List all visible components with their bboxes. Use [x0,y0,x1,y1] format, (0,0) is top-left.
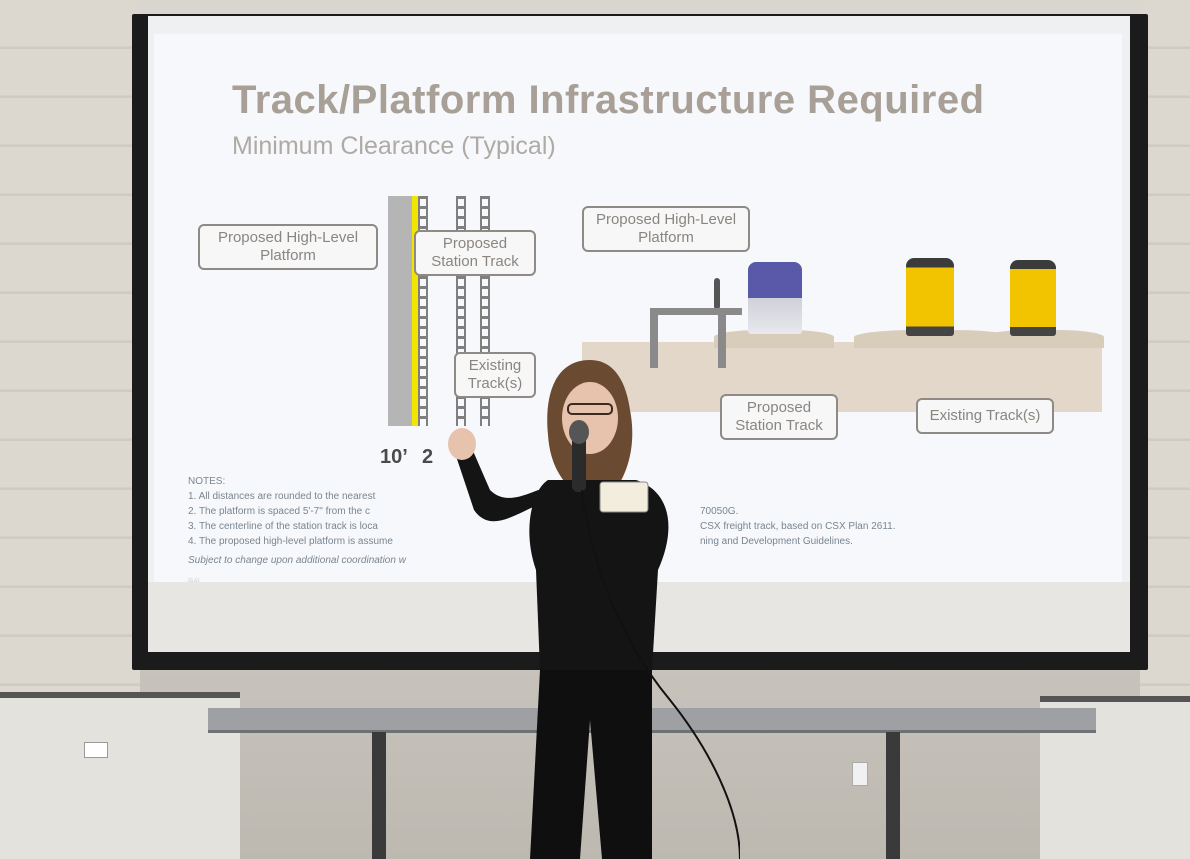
projector-screen: Track/Platform Infrastructure Required M… [148,16,1130,652]
platform-deck [650,308,742,315]
slide-title: Track/Platform Infrastructure Required [232,78,985,122]
presenter-legs [530,670,652,859]
platform-post-right [718,308,726,368]
presenter-face [562,382,618,454]
ballast-2 [854,330,1014,348]
passenger-locomotive [748,262,802,334]
existing-track-rail-2 [480,196,490,426]
existing-track-rail-1 [456,196,466,426]
ballast-1 [714,330,834,348]
slide-notes: NOTES: 1. All distances are rounded to t… [188,474,406,568]
note-3: 3. The centerline of the station track i… [188,521,378,532]
platform-edge-plan [412,196,418,426]
footer-note: Subject to change upon additional coordi… [188,555,406,566]
dimension-10ft: 10’ [380,446,408,468]
label-proposed-platform-elev: Proposed High-Level Platform [582,206,750,252]
presenter-hand [448,428,476,460]
note-1: 1. All distances are rounded to the near… [188,491,376,502]
person-figure [714,278,720,308]
freight-locomotive-2 [1010,260,1056,336]
station-track-rail [418,196,428,426]
presenter-figure [448,360,740,859]
microphone-icon [572,430,586,492]
note-4: 4. The proposed high-level platform is a… [188,536,393,547]
note-2: 2. The platform is spaced 5'-7" from the… [188,506,371,517]
platform-post-left [650,308,658,368]
note-tail-3: ning and Development Guidelines. [700,536,853,547]
label-existing-tracks-elev: Existing Track(s) [916,398,1054,434]
presenter-torso [529,480,669,670]
freight-locomotive-1 [906,258,954,336]
microphone-cable [581,489,740,859]
wall-right [1140,0,1190,700]
label-proposed-station-track-elev: Proposed Station Track [720,394,838,440]
cabinet-left [0,692,240,859]
dimension-second: 2 [422,446,434,468]
wall-left [0,0,140,700]
label-proposed-platform-plan: Proposed High-Level Platform [198,224,378,270]
notes-header: NOTES: [188,476,226,487]
glasses-icon [567,403,613,415]
note-tail-2: CSX freight track, based on CSX Plan 261… [700,521,896,532]
table-leg-left [372,732,386,859]
wall-outlet [852,762,868,786]
presenter-raised-arm [454,444,550,522]
slide-notes-tail: 70050G. CSX freight track, based on CSX … [700,504,895,549]
label-existing-tracks-plan: Existing Track(s) [454,352,536,398]
slide-subtitle: Minimum Clearance (Typical) [232,132,556,160]
name-badge [599,481,649,513]
platform-plan-area [388,196,412,426]
label-proposed-station-track-plan: Proposed Station Track [414,230,536,276]
note-tail-1: 70050G. [700,506,739,517]
table-leg-right [886,732,900,859]
wall-sign [84,742,108,758]
presentation-slide: Track/Platform Infrastructure Required M… [154,34,1122,589]
